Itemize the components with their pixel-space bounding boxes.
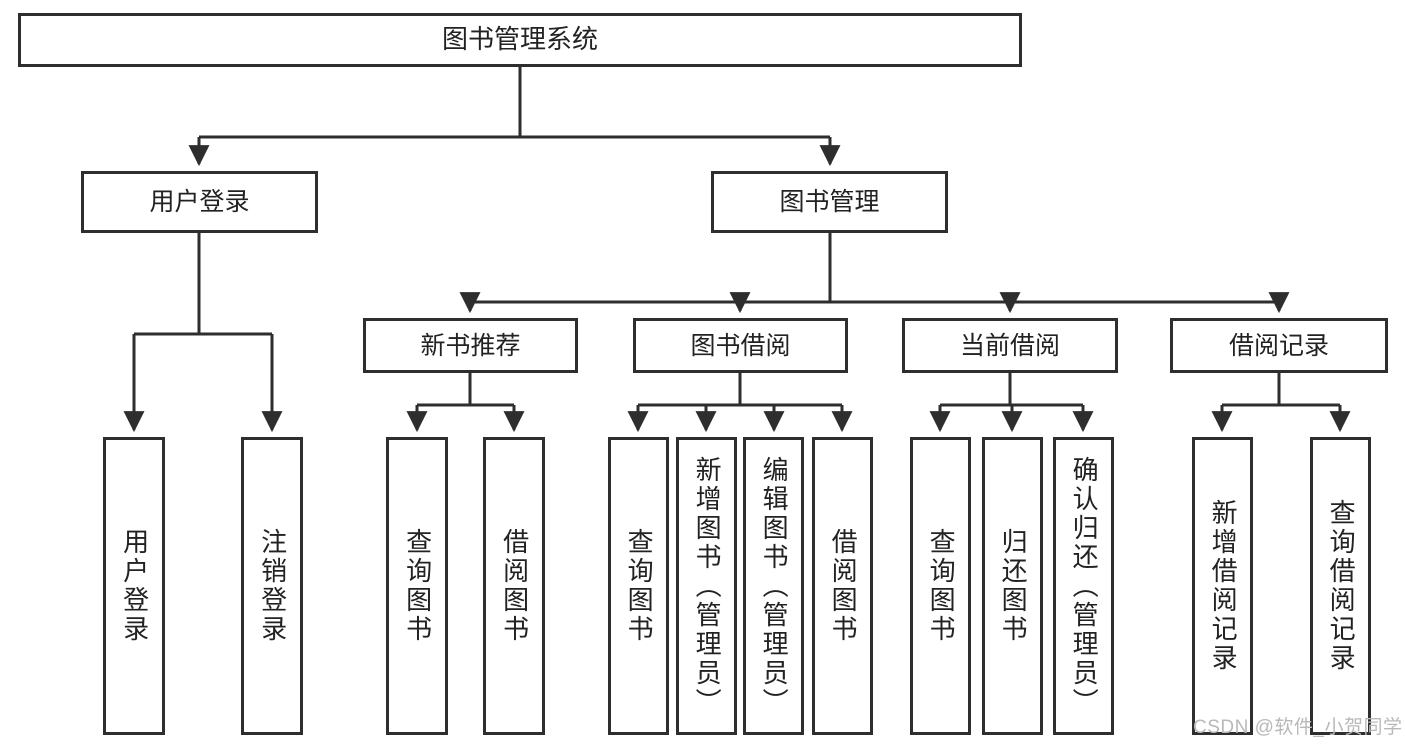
node-borrow-record[interactable]: 借阅记录 [1170,318,1388,373]
node-leaf-add-borrow-record-label: 新增借阅记录 [1208,499,1239,673]
node-borrow-record-label: 借阅记录 [1228,331,1329,360]
node-book-manage[interactable]: 图书管理 [711,171,948,233]
node-book-borrow-label: 图书借阅 [690,331,791,360]
node-current-borrow[interactable]: 当前借阅 [902,318,1118,373]
node-leaf-borrow-book-br[interactable]: 借阅图书 [812,437,873,735]
node-leaf-borrow-book-br-label: 借阅图书 [828,528,859,644]
node-leaf-query-book-rec[interactable]: 查询图书 [386,437,448,735]
node-leaf-edit-book-admin-label: 编辑图书（管理员） [759,455,790,717]
node-leaf-user-login-label: 用户登录 [119,528,150,644]
node-leaf-query-borrow-record[interactable]: 查询借阅记录 [1310,437,1371,735]
node-leaf-query-book-cb[interactable]: 查询图书 [910,437,971,735]
node-book-manage-label: 图书管理 [779,188,880,216]
node-leaf-query-book-br[interactable]: 查询图书 [608,437,669,735]
node-user-login-label: 用户登录 [149,188,250,216]
node-new-book-recommend[interactable]: 新书推荐 [363,318,578,373]
node-leaf-return-book[interactable]: 归还图书 [982,437,1043,735]
node-leaf-add-book-admin[interactable]: 新增图书（管理员） [676,437,737,735]
node-leaf-user-logout[interactable]: 注销登录 [241,437,303,735]
node-leaf-return-book-label: 归还图书 [998,528,1029,644]
node-leaf-confirm-return-admin-label: 确认归还（管理员） [1069,455,1100,717]
node-leaf-user-logout-label: 注销登录 [257,528,288,644]
node-leaf-query-borrow-record-label: 查询借阅记录 [1326,499,1357,673]
node-root-label: 图书管理系统 [441,24,598,55]
node-leaf-edit-book-admin[interactable]: 编辑图书（管理员） [743,437,804,735]
node-leaf-borrow-book-rec-label: 借阅图书 [499,528,530,644]
node-book-borrow[interactable]: 图书借阅 [633,318,848,373]
node-user-login[interactable]: 用户登录 [81,171,318,233]
node-leaf-query-book-br-label: 查询图书 [624,528,655,644]
node-new-book-recommend-label: 新书推荐 [420,331,521,360]
node-root[interactable]: 图书管理系统 [18,13,1022,67]
csdn-watermark: CSDN @软件_小贺同学 [1193,717,1403,738]
node-leaf-query-book-rec-label: 查询图书 [402,528,433,644]
node-leaf-add-book-admin-label: 新增图书（管理员） [692,455,723,717]
node-leaf-user-login[interactable]: 用户登录 [103,437,165,735]
node-leaf-query-book-cb-label: 查询图书 [926,528,957,644]
node-leaf-add-borrow-record[interactable]: 新增借阅记录 [1192,437,1253,735]
node-leaf-borrow-book-rec[interactable]: 借阅图书 [483,437,545,735]
node-leaf-confirm-return-admin[interactable]: 确认归还（管理员） [1053,437,1114,735]
node-current-borrow-label: 当前借阅 [959,331,1060,360]
